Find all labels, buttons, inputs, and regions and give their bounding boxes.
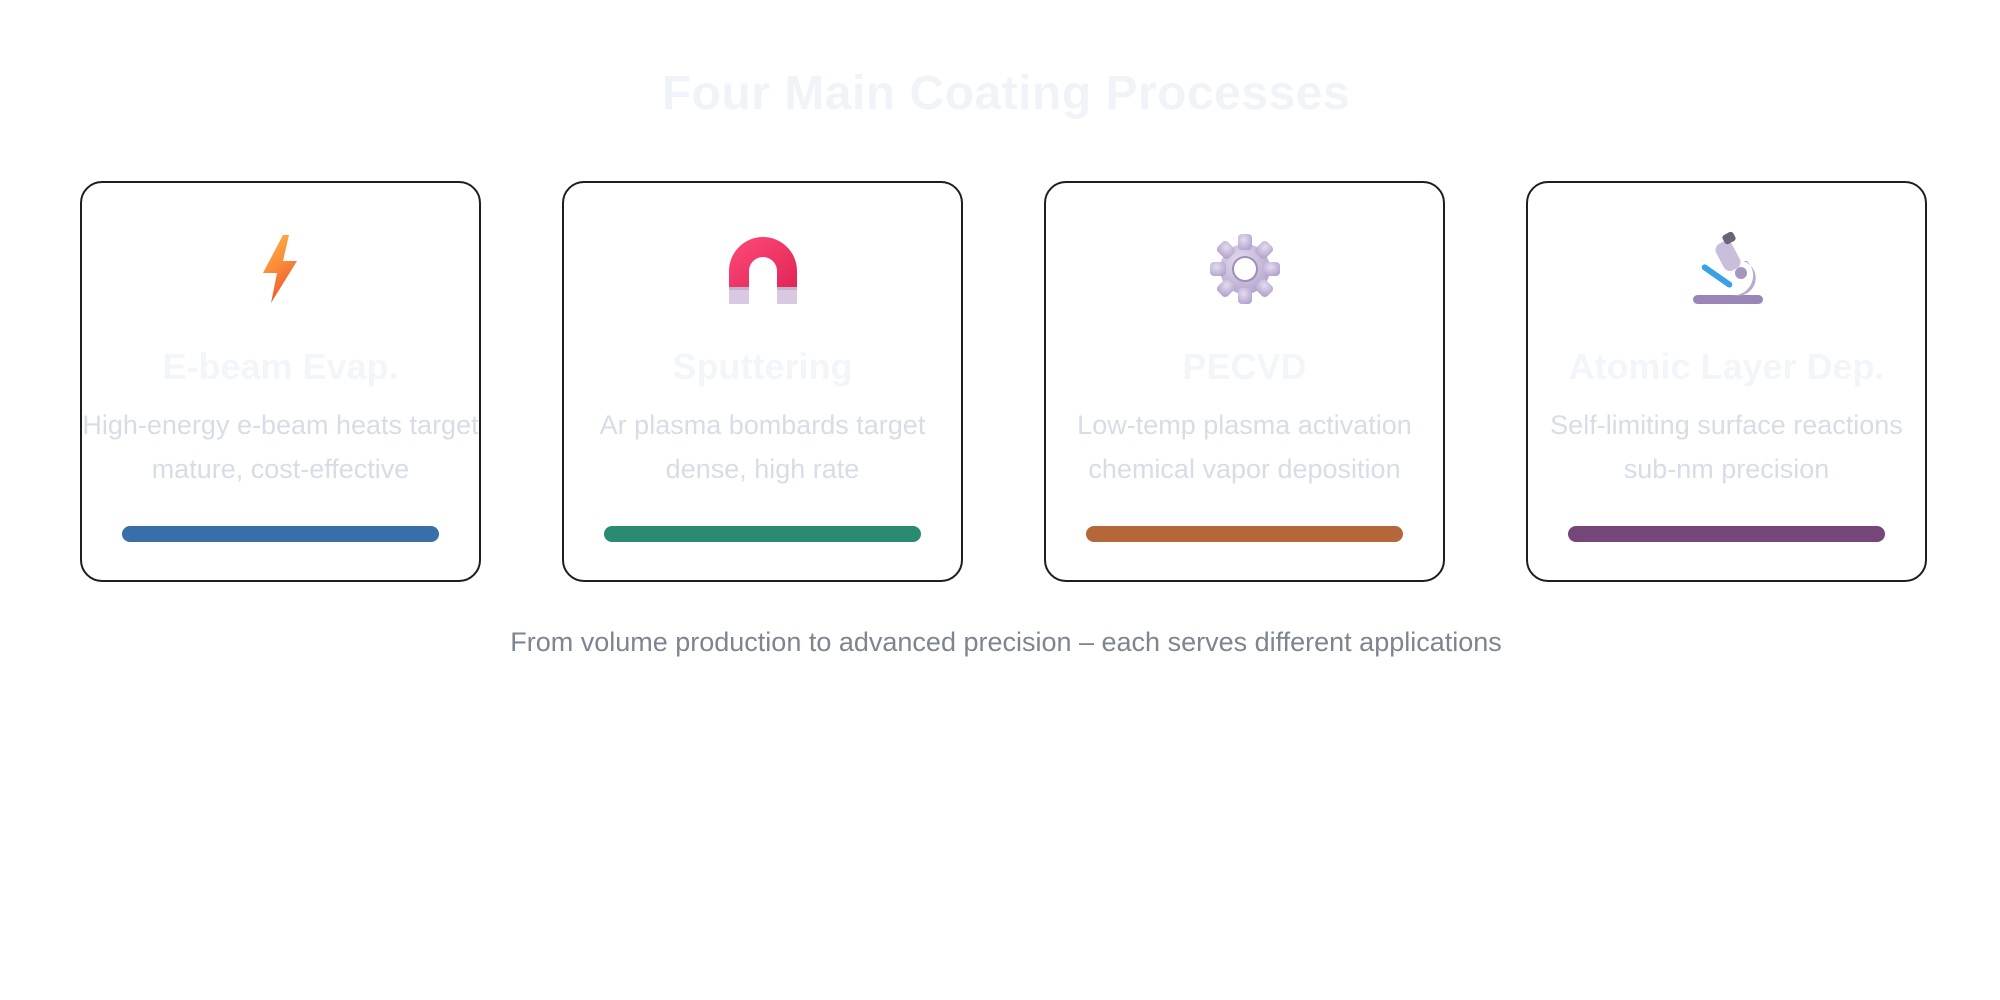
- card-description-line: chemical vapor deposition: [1088, 454, 1401, 484]
- card-description: Low-temp plasma activation chemical vapo…: [1046, 403, 1443, 491]
- card-title: E-beam Evap.: [162, 346, 399, 387]
- card-description: Self-limiting surface reactions sub-nm p…: [1528, 403, 1925, 491]
- card-title: Sputtering: [672, 346, 853, 387]
- card-title: Atomic Layer Dep.: [1568, 346, 1885, 387]
- caption: From volume production to advanced preci…: [510, 627, 1502, 657]
- lightning-icon: [243, 231, 319, 307]
- process-card-pecvd: PECVD Low-temp plasma activation chemica…: [1044, 181, 1445, 582]
- accent-bar: [604, 526, 921, 542]
- card-description-line: Self-limiting surface reactions: [1550, 410, 1903, 440]
- accent-bar: [122, 526, 439, 542]
- card-description-line: mature, cost-effective: [151, 454, 410, 484]
- magnet-icon: [725, 231, 801, 307]
- card-description-line: High-energy e-beam heats target: [82, 410, 479, 440]
- card-description-line: Low-temp plasma activation: [1077, 410, 1412, 440]
- process-card-sputtering: Sputtering Ar plasma bombards target den…: [562, 181, 963, 582]
- microscope-icon: [1689, 231, 1765, 307]
- card-description: High-energy e-beam heats target mature, …: [82, 403, 479, 491]
- card-description: Ar plasma bombards target dense, high ra…: [564, 403, 961, 491]
- card-description-line: dense, high rate: [665, 454, 860, 484]
- process-card-ebeam: E-beam Evap. High-energy e-beam heats ta…: [80, 181, 481, 582]
- slide-title: Four Main Coating Processes: [661, 67, 1351, 120]
- card-description-line: sub-nm precision: [1623, 454, 1830, 484]
- card-title: PECVD: [1182, 346, 1307, 387]
- card-description-line: Ar plasma bombards target: [599, 410, 926, 440]
- accent-bar: [1568, 526, 1885, 542]
- gear-icon: [1207, 231, 1283, 307]
- accent-bar: [1086, 526, 1403, 542]
- process-card-ald: Atomic Layer Dep. Self-limiting surface …: [1526, 181, 1927, 582]
